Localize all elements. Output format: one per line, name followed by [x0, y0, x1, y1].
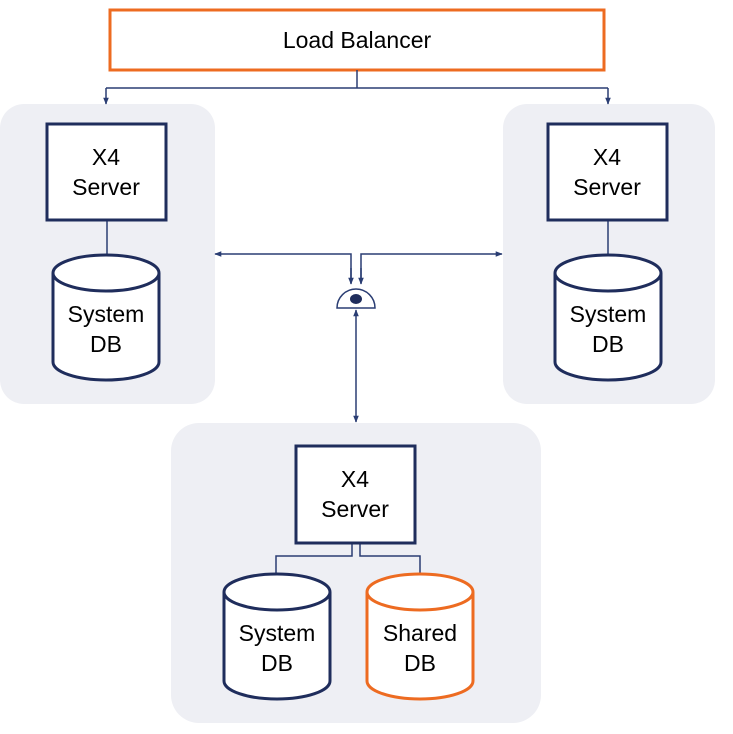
- svg-text:DB: DB: [404, 650, 436, 676]
- hub-connectors: [214, 251, 503, 423]
- system-db-bottom[interactable]: System DB: [222, 572, 332, 701]
- db-line1: System: [239, 620, 316, 646]
- server-line2: Server: [321, 496, 389, 522]
- hub-link-right: [360, 251, 503, 283]
- node-left: X4 Server System DB: [45, 122, 168, 382]
- load-balancer-label: Load Balancer: [283, 27, 432, 53]
- node-bottom: X4 Server System DB Shared DB: [222, 444, 475, 701]
- node-right: X4 Server System DB: [546, 122, 669, 382]
- server-line1: X4: [92, 144, 120, 170]
- svg-text:System: System: [570, 301, 647, 327]
- svg-text:Server: Server: [321, 496, 389, 522]
- svg-text:DB: DB: [90, 331, 122, 357]
- svg-text:System: System: [68, 301, 145, 327]
- system-db-right[interactable]: System DB: [553, 253, 663, 382]
- x4-server-bottom[interactable]: X4 Server: [294, 444, 417, 545]
- hub-link-left: [214, 251, 352, 283]
- svg-text:Server: Server: [573, 174, 641, 200]
- db-line2: DB: [261, 650, 293, 676]
- server-db-links: [275, 543, 421, 577]
- server-line2: Server: [72, 174, 140, 200]
- load-balancer-connectors: [103, 70, 611, 105]
- svg-text:DB: DB: [592, 331, 624, 357]
- server-line1: X4: [341, 466, 369, 492]
- svg-text:DB: DB: [261, 650, 293, 676]
- x4-server-right[interactable]: X4 Server: [546, 122, 669, 222]
- db-line1: System: [570, 301, 647, 327]
- load-balancer[interactable]: Load Balancer: [108, 8, 606, 72]
- db-line2: DB: [90, 331, 122, 357]
- svg-text:Shared: Shared: [383, 620, 457, 646]
- server-line2: Server: [573, 174, 641, 200]
- db-line1: System: [68, 301, 145, 327]
- x4-server-left[interactable]: X4 Server: [45, 122, 168, 222]
- system-db-left[interactable]: System DB: [51, 253, 161, 382]
- db-line2: DB: [404, 650, 436, 676]
- shared-db-bottom[interactable]: Shared DB: [365, 572, 475, 701]
- server-line1: X4: [593, 144, 621, 170]
- db-line1: Shared: [383, 620, 457, 646]
- svg-text:X4: X4: [92, 144, 120, 170]
- semicircle-dot-hub-icon: [336, 288, 376, 309]
- svg-text:X4: X4: [341, 466, 369, 492]
- svg-text:Server: Server: [72, 174, 140, 200]
- svg-text:System: System: [239, 620, 316, 646]
- svg-text:X4: X4: [593, 144, 621, 170]
- db-line2: DB: [592, 331, 624, 357]
